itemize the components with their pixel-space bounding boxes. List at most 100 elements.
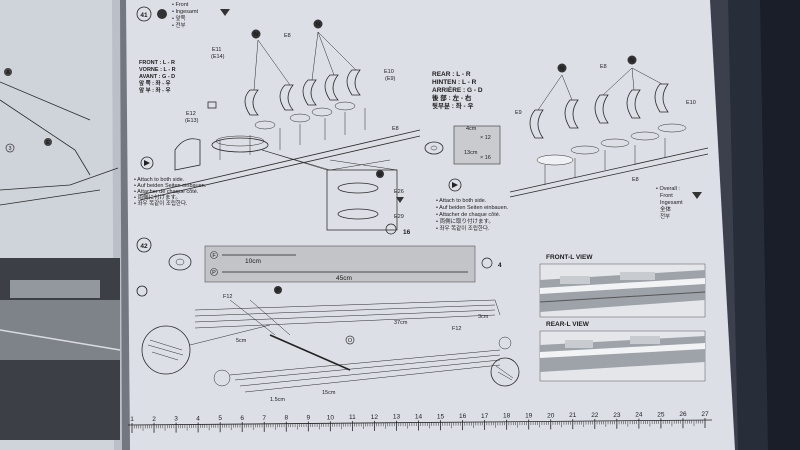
label-f12b: F12 [452,326,461,332]
label-e26: E26 [394,189,404,195]
ruler-label: 18 [503,413,511,420]
length-45cm: 45cm [336,275,352,282]
svg-text:AVANT : G - D: AVANT : G - D [139,74,175,80]
attach-right-text: • Attach to both side. • Auf beiden Seit… [436,198,509,232]
label-e8d: E8 [632,177,639,183]
overall-legend: • Overall : Front Ingesamt 全体 전부 [656,186,702,220]
ruler-label: 9 [306,414,310,421]
ruler-label: 8 [284,415,288,422]
label-e10: E10 [384,69,394,75]
svg-text:• 両側に付けます。: • 両側に付けます。 [134,193,181,201]
rear-l-view: REAR-L VIEW [539,321,706,382]
svg-text:VORNE : L - R: VORNE : L - R [139,67,176,73]
front-lifeboat-assembly: N N E11 (E14) E8 E10 (E9) E12 (E13) E8 [139,19,421,201]
ruler-label: 21 [569,412,577,419]
ruler-label: 22 [591,412,599,419]
length-10cm: 10cm [245,258,261,265]
rear-lifeboat-assembly: N N E8 E9 E10 E8 [509,55,709,198]
ruler-label: 25 [657,411,665,418]
label-e12: E12 [186,111,196,117]
label-e9a: (E9) [385,76,396,82]
ruler-label: 12 [371,414,379,421]
front-l-view: FRONT-L VIEW [539,254,706,318]
svg-text:• Auf beiden Seiten einbauen.: • Auf beiden Seiten einbauen. [436,205,509,211]
right-page [126,0,768,450]
legend-top-1: • Ingesamt [172,9,199,15]
label-e11: E11 [212,47,221,53]
svg-text:M: M [378,172,383,178]
callout-3-icon [5,143,15,153]
length-37cm: 37cm [394,320,408,326]
ruler-label: 13 [393,414,401,421]
qty-4: 4 [498,262,502,269]
svg-text:• Attacher de chaque côté.: • Attacher de chaque côté. [134,189,199,195]
ruler-label: 1 [130,416,134,423]
svg-text:N: N [560,66,564,72]
svg-text:後 部 : 左 - 右: 後 部 : 左 - 右 [432,93,472,102]
svg-text:• Overall :: • Overall : [656,186,680,192]
step-41: 41 • Front • Ingesamt • 앞쪽 • 전부 FRONT : … [134,2,709,236]
attach-left-icon [140,156,154,170]
step-41-badge [136,6,152,22]
legend-top-2: • 앞쪽 [172,14,186,22]
ruler-label: 26 [679,411,687,418]
ruler-label: 6 [240,415,244,422]
svg-text:N: N [316,22,320,28]
callout-3: 3 [8,146,11,152]
length-3cm: 3cm [478,314,489,320]
ruler-label: 16 [459,413,467,420]
label-e8b: E8 [392,126,399,132]
label-e13: (E13) [185,118,199,124]
ruler-label: 4 [196,415,200,422]
ruler-label: 24 [635,412,643,419]
ruler-label: 20 [547,412,555,419]
left-page: A E 3 [0,0,130,450]
ruler-label: 23 [613,412,621,419]
svg-text:P: P [276,288,280,294]
svg-text:N: N [254,32,258,38]
svg-text:HINTEN : L - R: HINTEN : L - R [432,79,477,86]
ruler-label: 27 [701,411,709,418]
rigging-drawing: F12 P 37cm 3cm F12 5cm O 15cm 1.5cm [136,285,520,403]
label-f12a: F12 [223,294,232,300]
rear-block: REAR : L - R HINTEN : L - R ARRIÈRE : G … [432,71,483,110]
callout-e-icon [44,138,52,146]
ruler-label: 17 [481,413,489,420]
length-1-5cm: 1.5cm [270,397,285,403]
step-42-number: 42 [140,243,148,250]
svg-text:앞 쪽 : 좌 - 우: 앞 쪽 : 좌 - 우 [139,79,171,87]
svg-text:4cm: 4cm [466,126,477,132]
svg-text:N: N [630,58,634,64]
svg-text:ARRIÈRE : G - D: ARRIÈRE : G - D [432,85,483,94]
ruler-label: 10 [327,414,335,421]
length-5cm: 5cm [236,338,247,344]
svg-text:× 12: × 12 [480,135,491,141]
label-e8c: E8 [600,64,607,70]
svg-text:• 좌우 똑같이 조립한다.: • 좌우 똑같이 조립한다. [134,199,188,207]
ruler-label: 19 [525,413,533,420]
svg-text:× 16: × 16 [480,155,491,161]
ruler-label: 5 [218,415,222,422]
svg-text:• 両側に取り付けます。: • 両側に取り付けます。 [436,217,494,225]
n-marker-1 [251,29,261,39]
svg-text:전부: 전부 [660,212,670,220]
svg-text:Front: Front [660,193,673,199]
n-marker-2 [313,19,323,29]
ruler-label: 2 [152,416,156,423]
label-e9b: E9 [515,110,522,116]
rear-view-title: REAR-L VIEW [546,321,590,328]
svg-text:앞 부 : 좌 - 우: 앞 부 : 좌 - 우 [139,86,171,94]
label-e8a: E8 [284,33,291,39]
attach-left-text: • Attach to both side. • Auf beiden Seit… [134,177,207,207]
ruler-label: 3 [174,416,178,423]
svg-text:F: F [212,253,216,259]
front-view-title: FRONT-L VIEW [546,254,593,261]
legend-top-0: • Front [172,2,189,8]
svg-text:FRONT : L - R: FRONT : L - R [139,60,175,66]
svg-text:Ingesamt: Ingesamt [660,200,683,206]
svg-text:REAR : L - R: REAR : L - R [432,71,471,78]
svg-text:• Attach to both side.: • Attach to both side. [134,177,185,183]
svg-text:P: P [212,270,216,276]
